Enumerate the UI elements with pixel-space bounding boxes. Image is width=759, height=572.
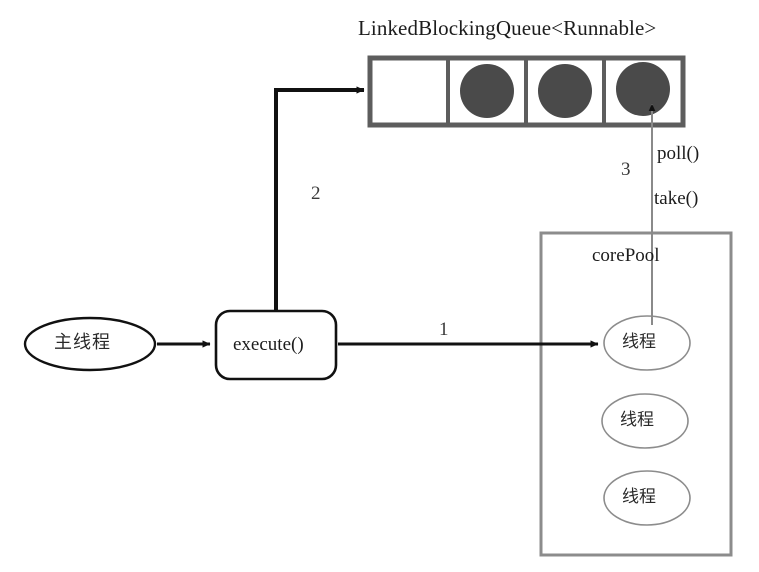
queue-task-circle-3 [616,62,670,116]
execute-label: execute() [233,334,304,355]
thread-ellipse-1 [603,315,691,371]
thread-ellipse-3 [603,470,691,526]
core-pool-container [539,231,733,557]
main-thread-label: 主线程 [54,332,111,353]
queue-container [367,55,686,128]
step-label-2: 2 [311,183,321,204]
queue-task-circle-1 [460,64,514,118]
thread-label-3: 线程 [622,487,656,507]
thread-ellipse-2 [601,393,689,449]
step-label-1: 1 [439,319,449,340]
arrow-step-2-execute-to-queue [274,86,365,311]
thread-label-2: 线程 [620,410,654,430]
poll-method-label: poll() [657,143,700,164]
take-method-label: take() [654,188,699,209]
thread-label-1: 线程 [622,332,656,352]
core-pool-border [539,231,733,557]
queue-task-circle-2 [538,64,592,118]
main-thread-ellipse [23,316,157,372]
step-label-3: 3 [621,159,631,180]
core-pool-label: corePool [592,245,660,266]
queue-title: LinkedBlockingQueue<Runnable> [358,16,657,40]
